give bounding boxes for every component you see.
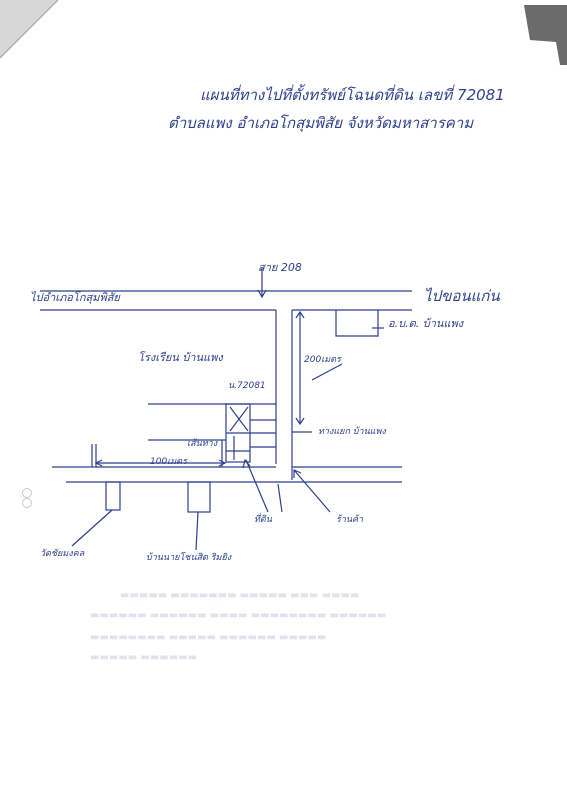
temple-label: วัดชัยมงคล [40, 549, 85, 559]
binder-hole [22, 488, 32, 498]
landmark-b-label: ร้านค้า [336, 515, 364, 525]
temple-box [105, 481, 121, 511]
house-box [187, 481, 211, 513]
scan-edge-shadow [524, 5, 567, 65]
landmark-a-label: ที่ดิน [254, 515, 272, 525]
title-line-1: แผนที่ทางไปที่ตั้งทรัพย์โฉนดที่ดิน เลขที… [200, 86, 505, 104]
width-note-label: เส้นทาง [187, 439, 218, 449]
right-direction-label: ไปขอนแก่น [424, 287, 500, 305]
title-line-2: ตำบลแพง อำเภอโกสุมพิสัย จังหวัดมหาสารคาม [168, 114, 474, 132]
parcel-label: น.72081 [228, 381, 266, 391]
fork-label: ทางแยก บ้านแพง [318, 427, 386, 437]
distance-vertical-label: 200เมตร [304, 355, 341, 365]
office-label: อ.บ.ต. บ้านแพง [388, 317, 464, 330]
binder-hole [22, 498, 32, 508]
road-208-label: สาย 208 [258, 261, 302, 274]
house-label: บ้านนายโชนสิต ริมยิง [146, 553, 232, 563]
distance-horizontal-label: 100เมตร [150, 457, 187, 467]
office-box [335, 310, 379, 337]
bleed-through-line: ▬▬▬▬▬▬▬▬ ▬▬▬▬▬ ▬▬▬▬▬▬ ▬▬▬▬▬ [90, 632, 327, 643]
school-label: โรงเรียน บ้านแพง [138, 351, 223, 364]
bleed-through-line: ▬▬▬▬▬ ▬▬▬▬▬▬▬ ▬▬▬▬▬ ▬▬▬ ▬▬▬▬ [120, 590, 360, 601]
bleed-through-line: ▬▬▬▬▬ ▬▬▬▬▬▬ [90, 652, 198, 663]
bleed-through-line: ▬▬▬▬▬▬ ▬▬▬▬▬▬ ▬▬▬▬ ▬▬▬▬▬▬▬▬ ▬▬▬▬▬▬ [90, 610, 387, 621]
left-direction-label: ไปอำเภอโกสุมพิสัย [30, 291, 120, 304]
